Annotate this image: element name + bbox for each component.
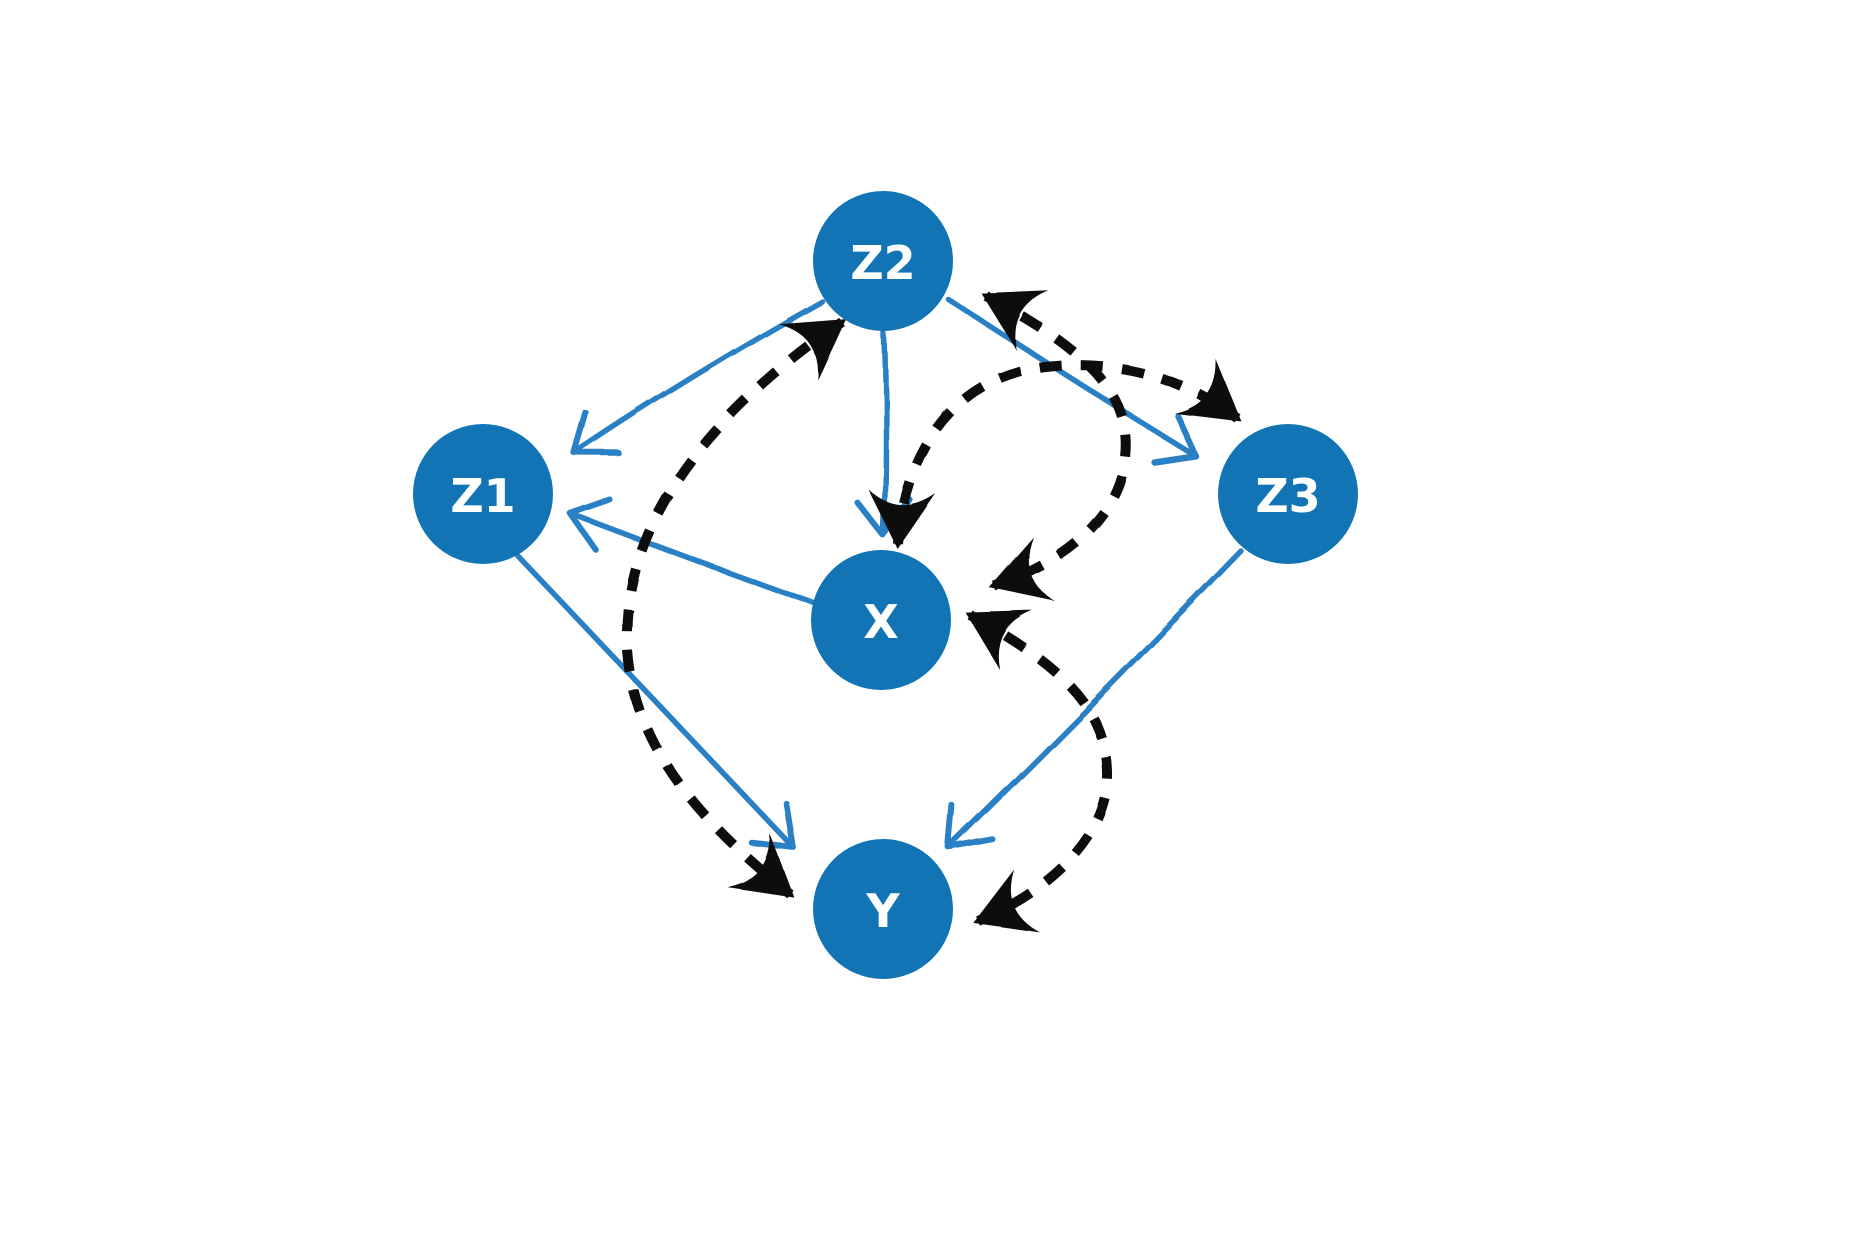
node-z1-circle [413, 424, 553, 564]
node-z3-circle [1218, 424, 1358, 564]
edge-z2-y-bidirected [621, 317, 847, 898]
node-y-label: Y [865, 884, 900, 938]
nodes: Z2 Z1 Z3 X Y [413, 191, 1358, 979]
node-z2: Z2 [813, 191, 953, 331]
node-z3: Z3 [1218, 424, 1358, 564]
edge-z1-to-y [516, 554, 797, 851]
edge-x-z3-bidirected [867, 359, 1242, 549]
edge-z3-to-y [945, 548, 1244, 851]
node-x: X [811, 550, 951, 690]
node-y: Y [813, 839, 953, 979]
edge-z2-to-z3 [945, 296, 1199, 466]
bidirected-edges [621, 290, 1242, 933]
node-z1-label: Z1 [450, 469, 515, 523]
node-z3-label: Z3 [1255, 469, 1320, 523]
node-x-circle [811, 550, 951, 690]
node-z2-circle [813, 191, 953, 331]
edge-z2-to-z1 [571, 298, 825, 457]
edge-z2-to-x [854, 331, 914, 539]
node-z1: Z1 [413, 424, 553, 564]
node-z2-label: Z2 [850, 236, 915, 290]
node-x-label: X [863, 595, 898, 649]
edge-x-to-z1 [567, 496, 816, 606]
node-y-circle [813, 839, 953, 979]
edge-x-y-bidirected [965, 610, 1114, 933]
